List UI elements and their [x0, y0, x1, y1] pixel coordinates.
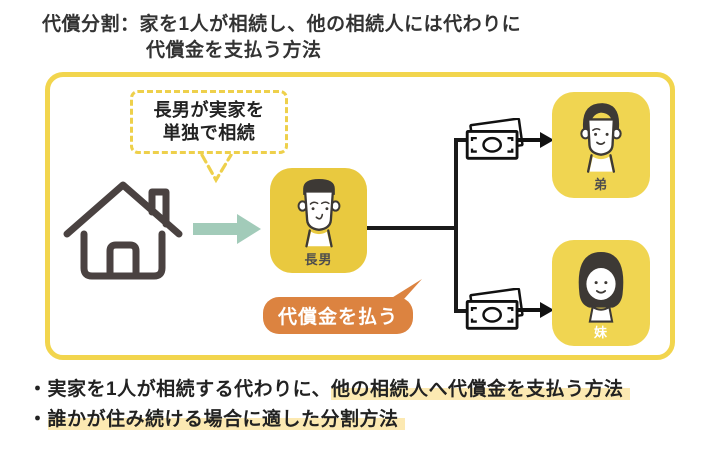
avatar-sister: 妹	[552, 240, 650, 346]
speech-bubble-tail	[200, 154, 233, 184]
notes-list: ・実家を1人が相続する代わりに、他の相続人へ代償金を支払う方法 ・誰かが住み続け…	[28, 375, 630, 435]
title-line-1: 代償分割：家を1人が相続し、他の相続人には代わりに	[42, 14, 522, 35]
eldest-son-face-icon	[297, 178, 340, 248]
house-icon	[63, 181, 183, 280]
banknote-icon	[465, 288, 524, 330]
arrow-right-icon	[193, 214, 261, 244]
page-title: 代償分割：家を1人が相続し、他の相続人には代わりに 代償金を支払う方法	[42, 12, 521, 64]
note-2-text: ・	[28, 409, 48, 430]
payment-bubble-tail	[390, 279, 422, 299]
speech-bubble-inheritance: 長男が実家を 単独で相続	[130, 90, 288, 154]
arrow-right-icon	[518, 302, 554, 318]
avatar-eldest-son: 長男	[270, 168, 367, 273]
note-item-1: ・実家を1人が相続する代わりに、他の相続人へ代償金を支払う方法	[28, 375, 630, 405]
payment-bubble: 代償金を払う	[263, 297, 413, 334]
note-2-highlighted-text: 誰かが住み続ける場合に適した分割方法	[47, 409, 405, 430]
avatar-brother: 弟	[552, 92, 650, 198]
note-item-2: ・誰かが住み続ける場合に適した分割方法	[28, 405, 630, 435]
brother-face-icon	[580, 103, 622, 173]
speech-bubble-line-1: 長男が実家を	[153, 100, 265, 120]
note-1-highlighted-text: 他の相続人へ代償金を支払う方法	[331, 379, 630, 400]
title-line-2: 代償金を支払う方法	[146, 40, 322, 61]
sister-face-icon	[578, 252, 624, 323]
note-1-text: ・実家を1人が相続する代わりに、	[28, 379, 331, 400]
arrow-right-icon	[518, 132, 554, 148]
eldest-son-label: 長男	[304, 252, 333, 267]
sister-label: 妹	[593, 325, 608, 340]
banknote-icon	[465, 118, 524, 160]
speech-bubble-line-2: 単独で相続	[162, 123, 256, 143]
connector-line-vertical	[454, 138, 458, 313]
connector-line-main	[367, 226, 456, 230]
brother-label: 弟	[593, 177, 608, 192]
